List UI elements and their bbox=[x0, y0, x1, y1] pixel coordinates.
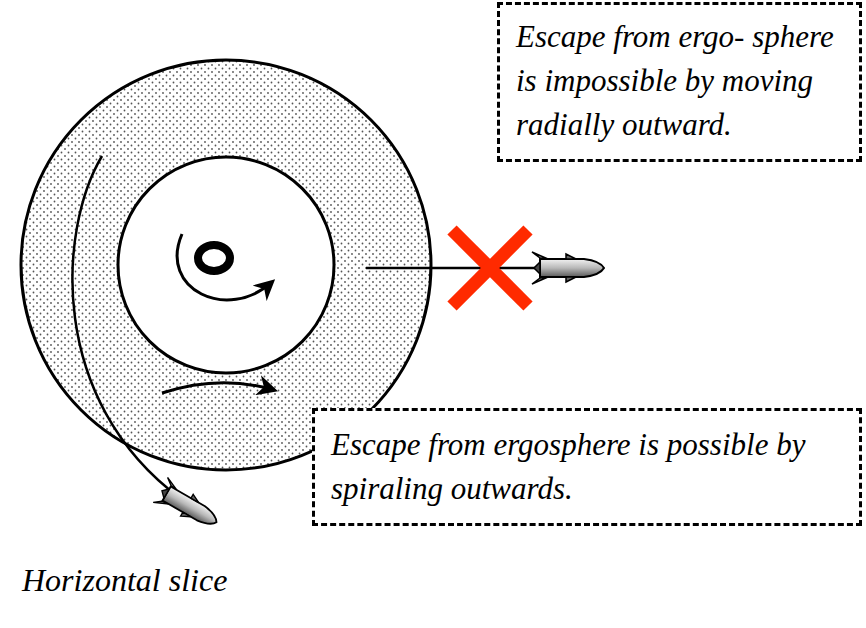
event-horizon bbox=[118, 157, 334, 373]
rocket bbox=[153, 477, 224, 534]
rotation-arrow bbox=[177, 234, 272, 300]
radial-path bbox=[366, 267, 540, 270]
callout-box: Escape from ergo- sphere is impossible b… bbox=[497, 2, 862, 162]
spiral-path bbox=[72, 156, 180, 498]
ring-singularity bbox=[198, 245, 230, 271]
rotation-arrow bbox=[162, 383, 274, 393]
callout-text: Escape from ergo- sphere is impossible b… bbox=[516, 15, 845, 147]
callout-text: Escape from ergosphere is possible by sp… bbox=[331, 423, 845, 511]
slice-label: Horizontal slice bbox=[22, 562, 227, 599]
cross-mark bbox=[452, 230, 528, 306]
rocket bbox=[532, 252, 604, 284]
callout-box: Escape from ergosphere is possible by sp… bbox=[312, 408, 862, 526]
